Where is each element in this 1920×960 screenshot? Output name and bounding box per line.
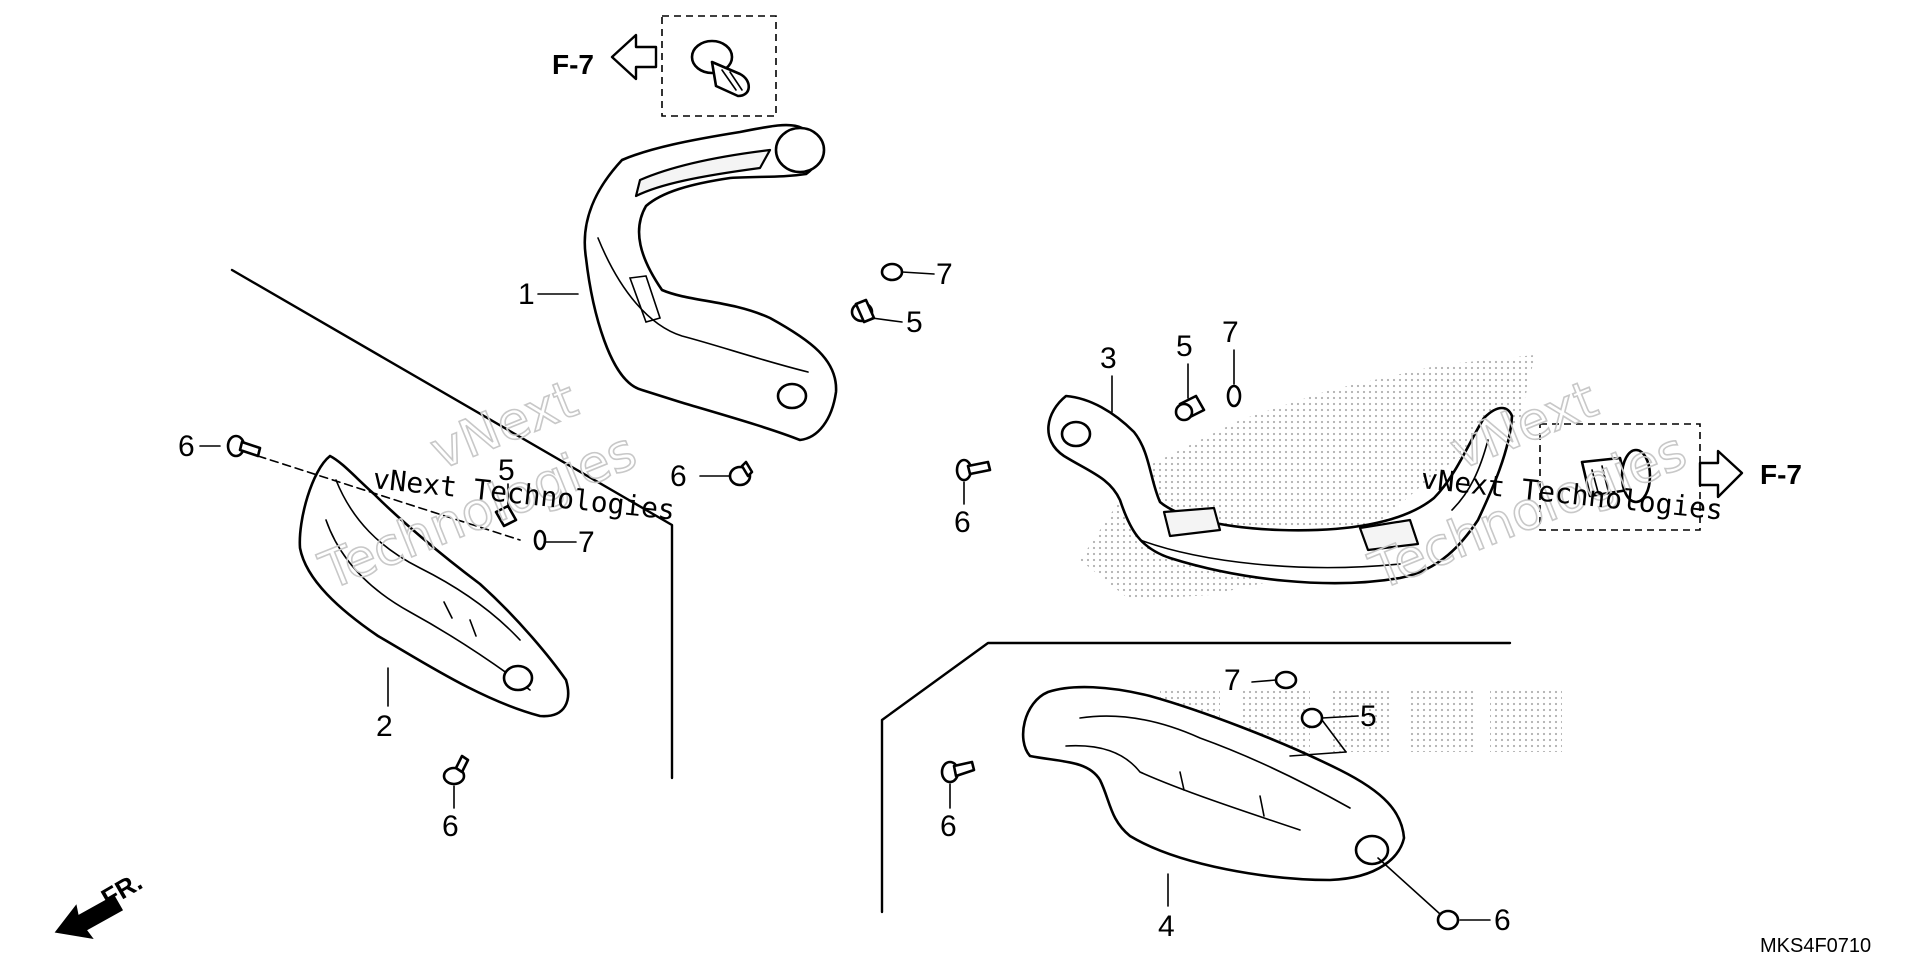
callout-5d: 5 [1360,700,1377,733]
callout-6b: 6 [670,460,687,493]
callout-6d: 6 [442,810,459,843]
collar-5d-icon [1300,707,1324,729]
part-4-handguard-cover-right [1021,685,1406,882]
collar-5a-icon [850,298,876,324]
reference-arrow-right-icon [1698,449,1744,499]
callout-7b: 7 [1222,316,1239,349]
callout-7a: 7 [936,258,953,291]
part-1-handguard-bracket [583,123,838,442]
section-divider-right [880,641,1512,914]
part-2-handguard-cover-left [298,454,570,718]
washer-7b-icon [1226,384,1242,408]
callout-5c: 5 [498,454,515,487]
reference-label-right: F-7 [1760,459,1802,490]
reference-box-top [661,15,777,117]
callout-6e: 6 [940,810,957,843]
callout-7d: 7 [1224,664,1241,697]
collar-5c-icon [494,504,518,528]
front-direction-indicator: FR. [54,866,147,940]
callouts: 1 2 3 4 5 5 5 5 6 6 6 6 6 6 7 7 7 7 [178,258,1511,943]
section-divider-left [230,268,674,780]
bolt-icon [1580,448,1652,504]
screw-6f-icon [1436,909,1460,931]
washer-7d-icon [1274,670,1298,690]
callout-2: 2 [376,710,393,743]
screw-6d-icon [442,754,470,786]
screw-6a-icon [226,434,262,458]
background-brand-letters [1160,690,1562,752]
screw-6b-icon [728,460,754,487]
callout-6f: 6 [1494,904,1511,937]
washer-7c-icon [533,529,547,551]
front-arrow-icon [54,894,124,940]
callout-3: 3 [1100,342,1117,375]
reference-top: F-7 [552,15,777,117]
callout-1: 1 [518,278,535,311]
reference-right: F-7 [1539,423,1802,531]
callout-6c: 6 [954,506,971,539]
reference-label-top: F-7 [552,49,594,80]
callout-5a: 5 [906,306,923,339]
callout-7c: 7 [578,526,595,559]
screw-6e-icon [940,760,976,784]
leader-lines [199,271,1491,921]
reference-arrow-left-icon [610,33,658,81]
callout-6a: 6 [178,430,195,463]
bolt-icon [690,39,751,98]
collar-5b-icon [1174,394,1206,422]
callout-4: 4 [1158,910,1175,943]
washer-7a-icon [880,262,904,282]
watermark: vNext Technologies vNext Technologies vN… [311,369,1725,604]
callout-5b: 5 [1176,330,1193,363]
screw-6c-icon [955,458,992,482]
part-3-handguard-bracket-right [1047,394,1514,585]
diagram-code: MKS4F0710 [1760,935,1871,957]
